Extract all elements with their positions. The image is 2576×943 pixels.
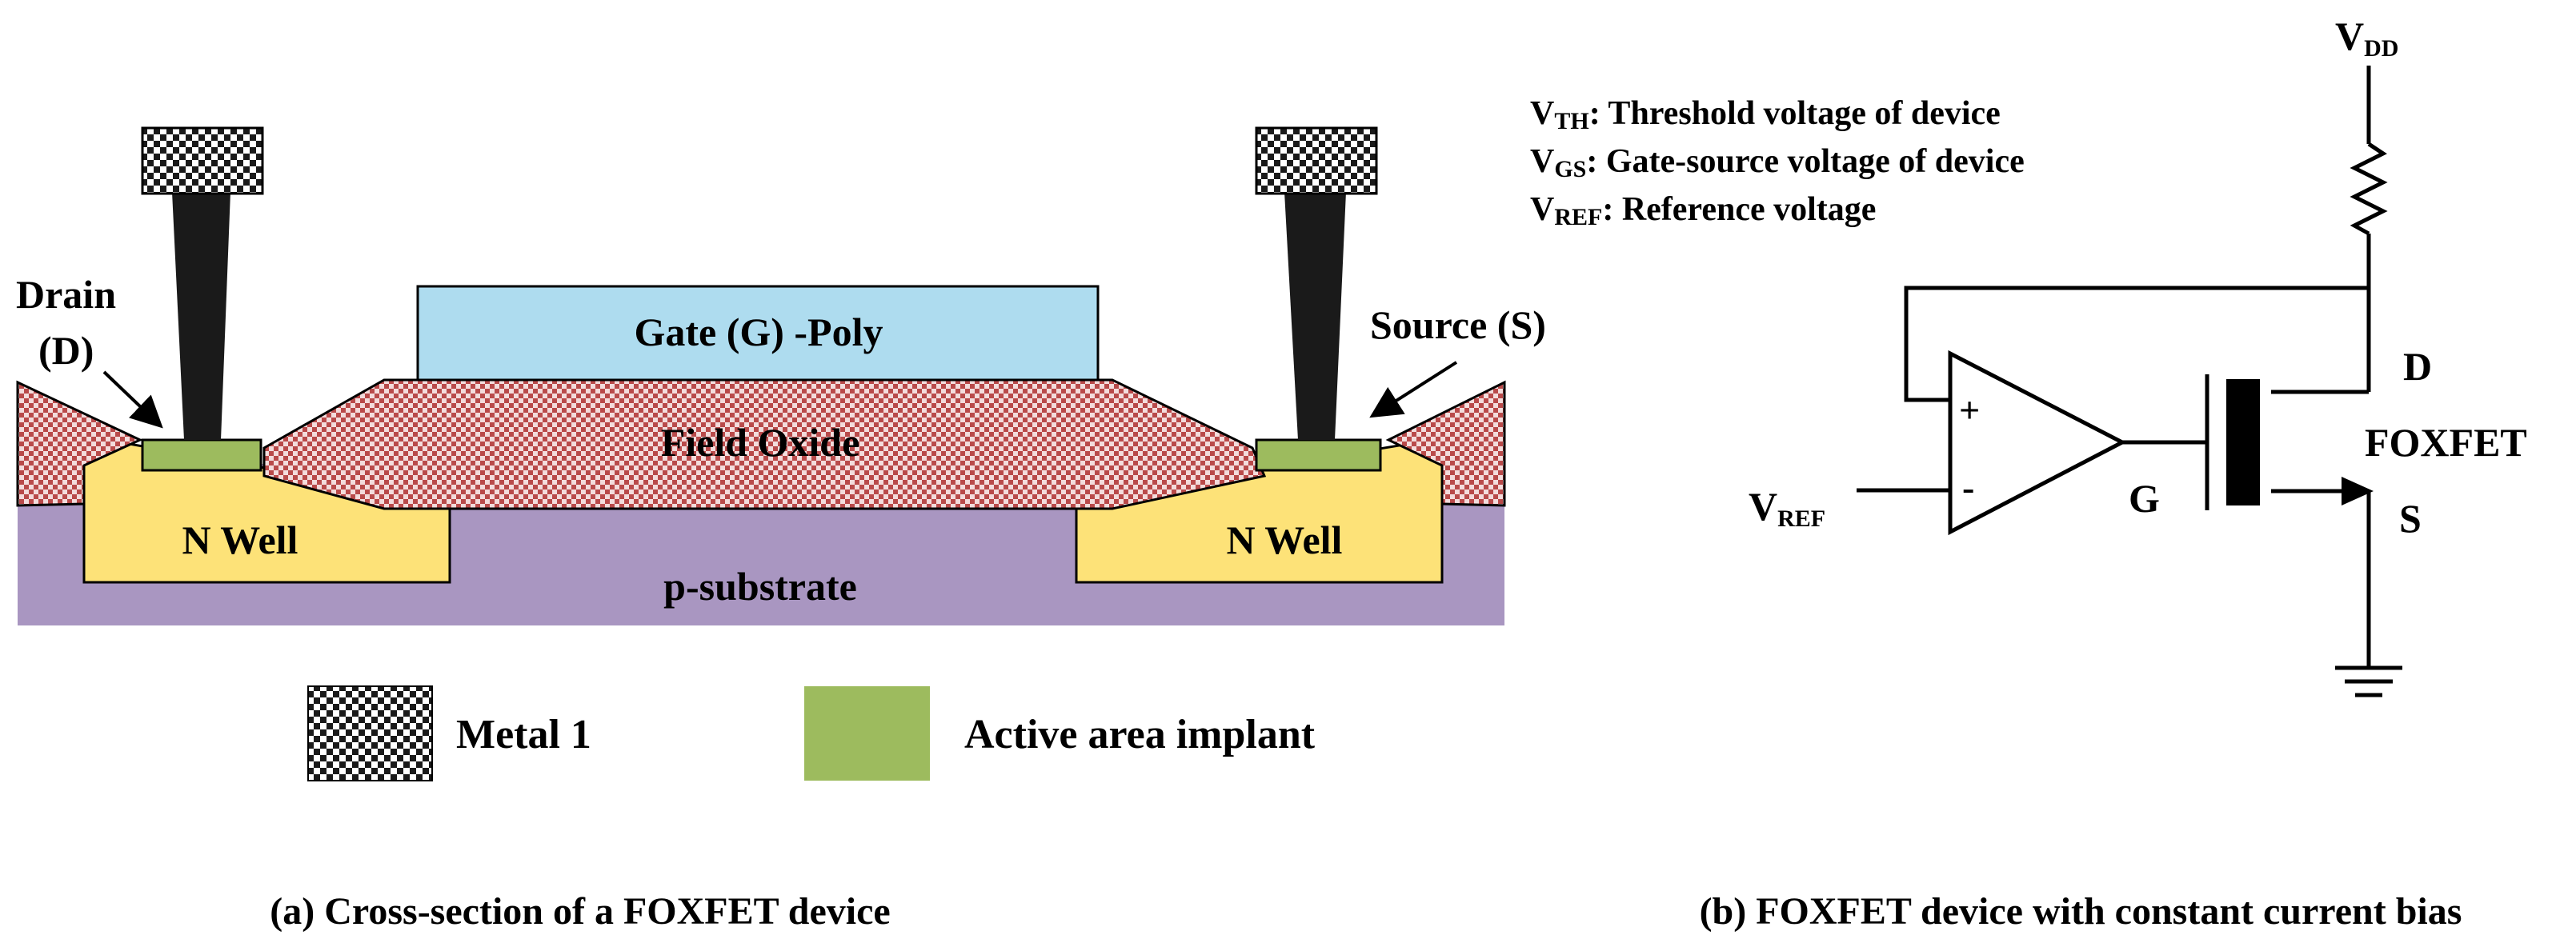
- n-well-right-label: N Well: [1227, 517, 1343, 562]
- legend-metal-label: Metal 1: [456, 712, 591, 757]
- legend-implant-swatch-icon: [804, 686, 930, 781]
- caption-a: (a) Cross-section of a FOXFET device: [270, 890, 890, 933]
- drain-label-line2: (D): [38, 328, 94, 373]
- source-arrow-icon: [2342, 477, 2374, 505]
- feedback-wire: [1904, 286, 2369, 402]
- foxfet-device-label: FOXFET: [2365, 420, 2527, 465]
- p-substrate-label: p-substrate: [663, 564, 857, 609]
- metal-pad-right: [1255, 126, 1378, 195]
- field-oxide-label: Field Oxide: [661, 420, 860, 465]
- opamp-plus-label: +: [1959, 390, 1980, 430]
- vdd-label: VDD: [2335, 14, 2398, 62]
- n-well-left-label: N Well: [182, 517, 298, 562]
- transistor-channel: [2226, 379, 2260, 505]
- gate-poly-label: Gate (G) -Poly: [634, 310, 883, 354]
- legend: Metal 1 Active area implant: [307, 685, 1316, 781]
- resistor-zigzag-icon: [2350, 142, 2388, 236]
- field-oxide-left: [16, 380, 143, 507]
- gate-poly: [416, 285, 1100, 382]
- note-vref: VREF: Reference voltage: [1530, 191, 1876, 230]
- vref-label: VREF: [1749, 484, 1825, 532]
- circuit-labels: VDD VREF + - D FOXFET G S: [1749, 14, 2527, 541]
- legend-implant-label: Active area implant: [964, 712, 1316, 757]
- contact-plug-left: [172, 192, 230, 440]
- drain-label-line1: Drain: [16, 272, 116, 317]
- gate-terminal-label: G: [2129, 476, 2160, 521]
- cross-section: Drain (D) Source (S) Gate (G) -Poly Fiel…: [16, 126, 1546, 933]
- circuit: [1857, 66, 2402, 697]
- source-arrow: [1369, 361, 1458, 418]
- ground-icon: [2335, 665, 2402, 697]
- opamp-triangle: [1948, 350, 2127, 536]
- field-oxide-right: [1385, 380, 1506, 507]
- contact-plug-right: [1284, 192, 1346, 440]
- caption-b: (b) FOXFET device with constant current …: [1700, 890, 2462, 933]
- source-label: Source (S): [1370, 302, 1546, 347]
- active-implant-left: [141, 438, 262, 472]
- note-vgs: VGS: Gate-source voltage of device: [1530, 143, 2025, 182]
- drain-arrow: [102, 370, 163, 429]
- active-implant-right: [1255, 438, 1382, 472]
- legend-metal-swatch-icon: [307, 685, 433, 781]
- source-terminal-label: S: [2399, 496, 2422, 541]
- drain-terminal-label: D: [2403, 344, 2432, 389]
- voltage-notes: VTH: Threshold voltage of device VGS: Ga…: [1530, 95, 2025, 230]
- note-vth: VTH: Threshold voltage of device: [1530, 95, 2001, 134]
- opamp-minus-label: -: [1962, 467, 1974, 508]
- metal-pad-left: [141, 126, 264, 195]
